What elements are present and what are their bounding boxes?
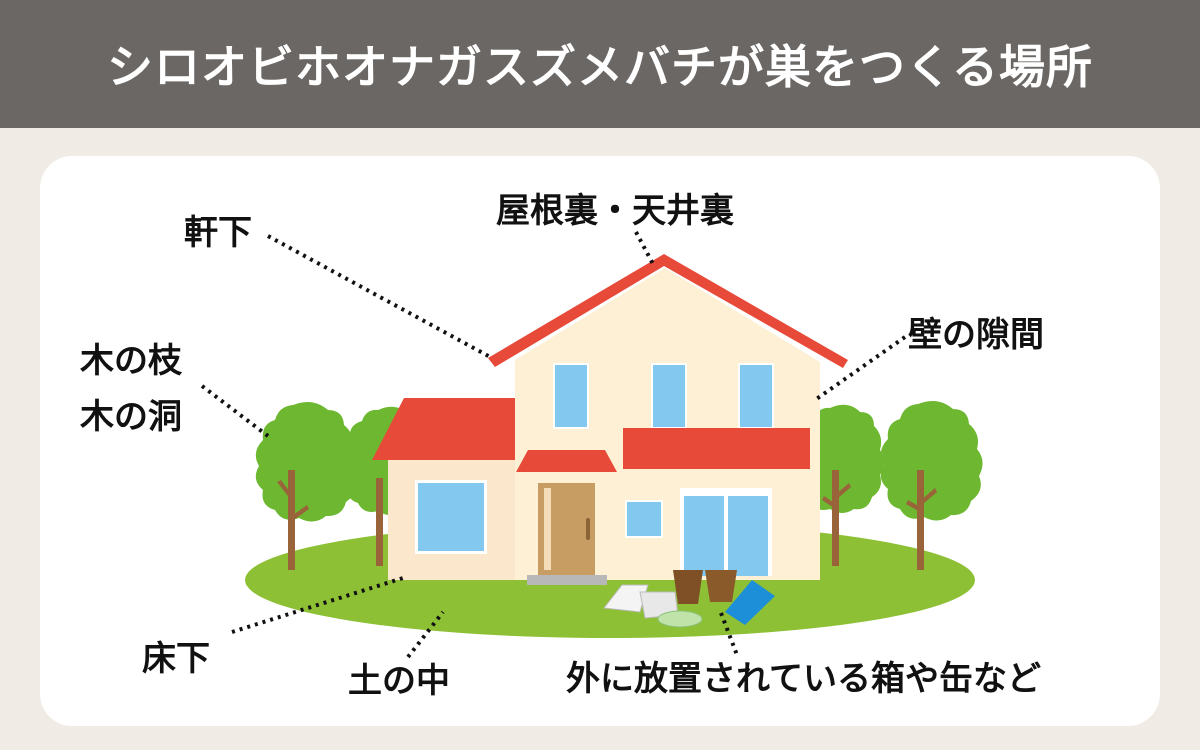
tree-right-2 <box>880 400 983 570</box>
label-attic: 屋根裏・天井裏 <box>496 191 734 231</box>
label-tree-hollow: 木の洞 <box>80 397 182 437</box>
label-underground: 土の中 <box>348 661 450 701</box>
leader-lines <box>200 231 907 659</box>
house-main <box>488 254 848 585</box>
label-wall-gap: 壁の隙間 <box>908 315 1044 355</box>
house-annex <box>372 398 518 580</box>
label-outside-items: 外に放置されている箱や缶など <box>566 659 1041 699</box>
label-under-floor: 床下 <box>142 639 210 679</box>
header-bar: シロオビホオナガスズメバチが巣をつくる場所 <box>0 0 1200 128</box>
tree-left-1 <box>255 401 358 570</box>
label-eaves: 軒下 <box>184 213 252 253</box>
abandoned-items <box>603 570 775 628</box>
label-tree-branch: 木の枝 <box>80 341 182 381</box>
page-title: シロオビホオナガスズメバチが巣をつくる場所 <box>106 40 1094 94</box>
